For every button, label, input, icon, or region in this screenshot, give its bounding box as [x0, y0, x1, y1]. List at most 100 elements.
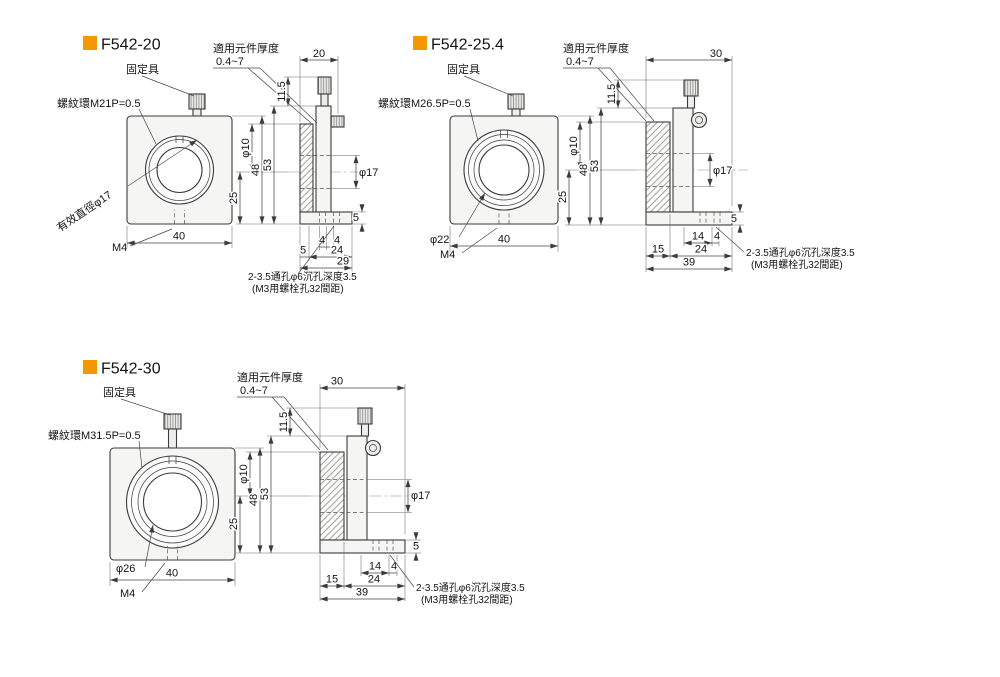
- dim-knob-diameter: φ10: [568, 136, 580, 155]
- dim-hole-offset-left: 14: [692, 231, 704, 243]
- fixture-knob-side: [317, 76, 332, 95]
- ring-setscrew-hole: [168, 456, 177, 464]
- dim-hole-offset-right: 4: [334, 235, 340, 247]
- fixture-knob-side: [683, 79, 699, 97]
- dim-body-width: 40: [173, 231, 185, 243]
- fixture-label: 固定具: [126, 62, 159, 76]
- section-bullet: [83, 36, 97, 50]
- dim-height-body: 48: [578, 164, 590, 176]
- fixture-knob-stem-side: [686, 95, 696, 109]
- dim-aperture: φ17: [411, 490, 430, 502]
- aperture-diameter-label: φ26: [116, 563, 135, 575]
- thickness-title: 適用元件厚度: [563, 41, 629, 55]
- side-view-dimensions: 適用元件厚度 0.4~7 30 25 φ10 48 53 11.5 φ17: [227, 370, 432, 602]
- fixture-knob: [507, 93, 525, 110]
- dim-knob-height: 11.5: [276, 81, 288, 102]
- thread-ring-label: 螺紋環M31.5P=0.5: [48, 428, 141, 442]
- front-view-annotations: 固定具 螺紋環M26.5P=0.5 φ22 M4 40: [378, 62, 559, 261]
- dim-center-height: 25: [228, 192, 240, 204]
- dim-body-width: 40: [166, 568, 178, 580]
- thickness-title: 適用元件厚度: [213, 41, 279, 55]
- ring-setscrew-hole: [175, 136, 184, 143]
- note-leader: [389, 554, 415, 588]
- panel-f542-25-4: F542-25.4 固定具 螺紋環M26.5P=0.5 φ22 M4 40: [378, 36, 855, 272]
- aperture-diameter-leader: [458, 192, 486, 238]
- ring-thread: [137, 467, 208, 537]
- clamp-ring-section: [299, 123, 314, 213]
- dim-hole-pitch: 24: [368, 574, 380, 586]
- aperture-diameter-leader: [144, 524, 155, 568]
- thickness-range: 0.4~7: [216, 56, 244, 68]
- fixture-knob: [188, 93, 206, 110]
- dim-knob-diameter: φ10: [240, 138, 252, 157]
- ring-step: [148, 139, 211, 201]
- dim-knob-height: 11.5: [278, 412, 290, 433]
- effective-diameter-leader: [127, 139, 198, 187]
- m4-leader: [461, 227, 498, 254]
- front-view-annotations: 固定具 螺紋環M31.5P=0.5 φ26 M4 40: [48, 385, 236, 600]
- dim-base-thickness: 5: [731, 213, 737, 225]
- holder-section: [645, 121, 671, 213]
- thickness-title: 適用元件厚度: [237, 370, 303, 384]
- fixture-knob-stem-side: [360, 423, 370, 437]
- ring-step: [468, 134, 540, 206]
- dim-height-total: 53: [589, 160, 601, 172]
- m4-label: M4: [112, 242, 127, 254]
- side-view-dimensions: 適用元件厚度 0.4~7 30 25 φ10 48 53 11.5 φ17: [556, 41, 744, 272]
- side-screw-socket: [369, 444, 377, 452]
- fixture-leader: [141, 75, 195, 97]
- fixture-label: 固定具: [447, 62, 480, 76]
- effective-diameter-label: 有效直徑φ17: [54, 187, 114, 234]
- m4-hole-hidden: [498, 210, 510, 224]
- aperture-diameter-label: φ22: [430, 234, 449, 246]
- dim-hole-pitch: 24: [695, 244, 707, 256]
- panel-title: F542-20: [101, 37, 161, 54]
- thickness-range: 0.4~7: [566, 56, 594, 68]
- side-screw-head: [690, 111, 708, 129]
- side-screw-socket: [695, 116, 703, 124]
- fixture-knob-stem: [167, 428, 178, 449]
- section-bullet: [413, 36, 427, 50]
- panel-title: F542-25.4: [431, 37, 504, 54]
- dim-top-depth: 30: [710, 48, 722, 60]
- body-plate: [672, 107, 694, 213]
- panel-header: F542-30: [83, 360, 161, 378]
- dim-knob-height: 11.5: [606, 84, 618, 105]
- dim-base-thickness: 5: [353, 212, 359, 224]
- dim-base-depth: 29: [337, 256, 349, 268]
- dim-height-body: 48: [250, 164, 262, 176]
- thread-ring-label: 螺紋環M26.5P=0.5: [378, 96, 471, 110]
- fixture-leader: [463, 75, 514, 97]
- side-view: [308, 407, 424, 554]
- aperture-hidden-lines: [646, 153, 693, 187]
- ring-thread: [473, 139, 535, 201]
- thread-ring-leader: [469, 108, 479, 142]
- thread-ring-leader: [138, 440, 143, 469]
- aperture-hidden-lines: [320, 479, 367, 513]
- dim-base-depth: 39: [683, 257, 695, 269]
- side-screw-head: [364, 439, 382, 457]
- dim-hole-pitch: 24: [331, 245, 343, 257]
- dim-holder-depth: 15: [652, 244, 664, 256]
- thickness-range: 0.4~7: [240, 385, 268, 397]
- aperture: [142, 472, 203, 532]
- dim-height-body: 48: [248, 494, 260, 506]
- m4-hole-hidden: [167, 546, 178, 560]
- aperture-hidden-lines: [300, 155, 331, 189]
- dim-front-overhang: 5: [300, 245, 306, 257]
- dim-base-depth: 39: [356, 587, 368, 599]
- front-view: [126, 93, 233, 225]
- side-view: [636, 79, 748, 226]
- note-leader: [297, 225, 335, 275]
- m4-hole-hidden: [174, 210, 185, 224]
- dim-center-height: 25: [557, 191, 569, 203]
- note-leader: [715, 226, 745, 253]
- section-bullet: [83, 360, 97, 374]
- body-plate: [315, 105, 332, 213]
- dim-aperture: φ17: [359, 167, 378, 179]
- mounting-notes: 2-3.5通孔φ6沉孔深度3.5 (M3用螺栓孔32間距): [248, 225, 357, 295]
- base: [319, 539, 406, 554]
- panel-f542-20: F542-20 固定具 螺紋環M21P=0.5 有效直徑φ17 M4 40: [54, 36, 380, 295]
- fixture-knob-stem: [192, 108, 202, 117]
